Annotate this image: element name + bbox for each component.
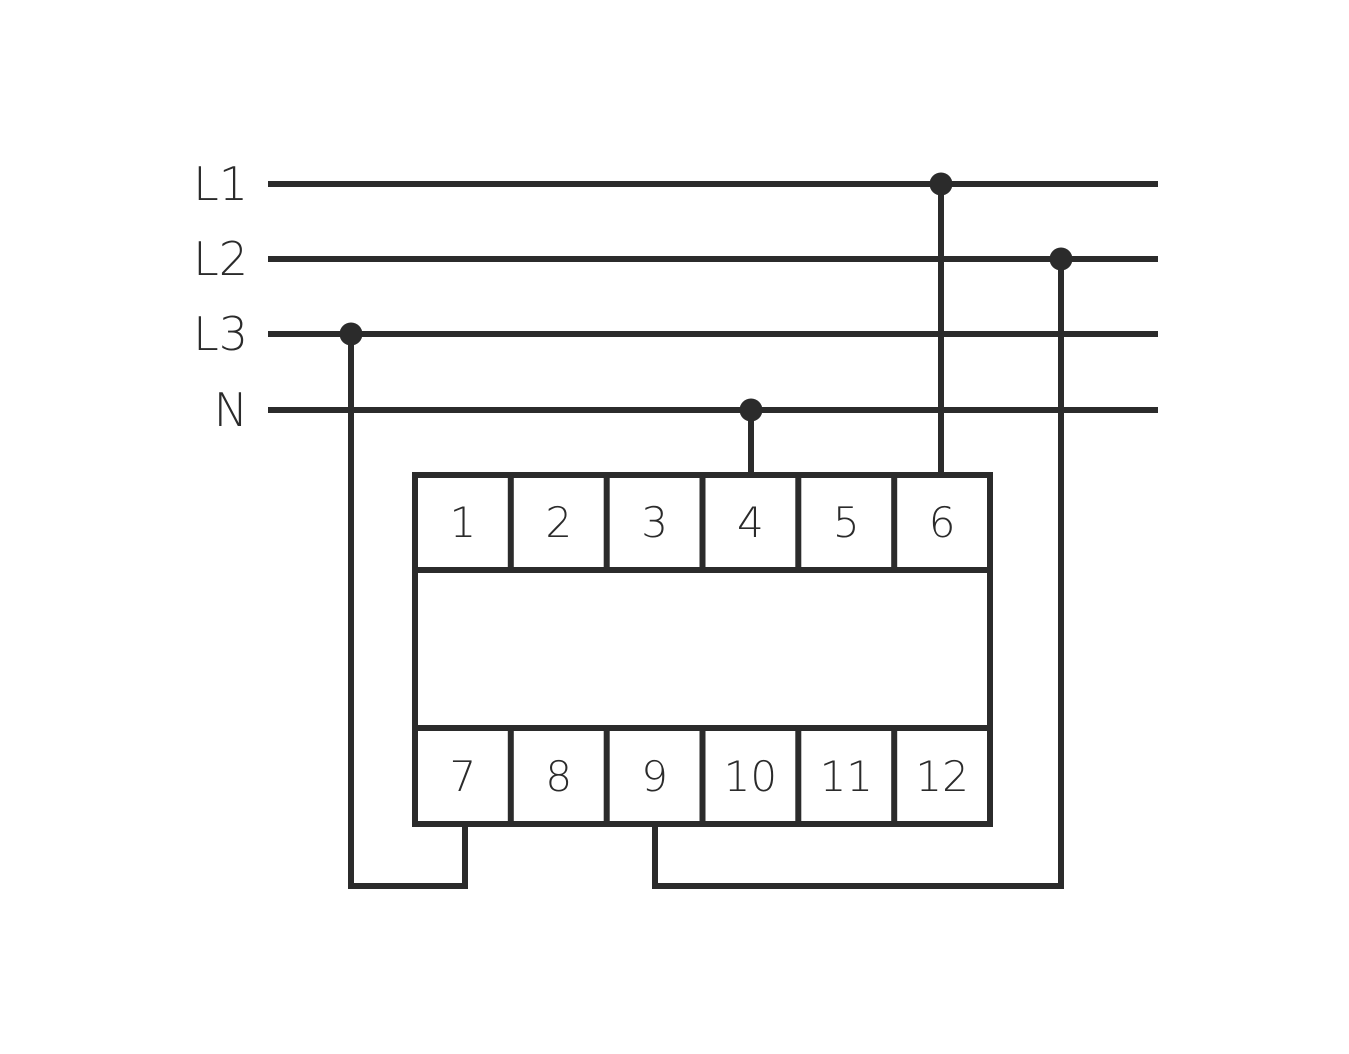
terminal-12[interactable]: 12: [915, 752, 968, 801]
terminal-6[interactable]: 6: [929, 498, 956, 547]
terminal-dividers-top: [507, 475, 898, 570]
junction-dot-l2: [1049, 247, 1073, 271]
terminal-11[interactable]: 11: [820, 752, 873, 801]
terminal-5[interactable]: 5: [833, 498, 860, 547]
phase-label-n: N: [214, 383, 248, 437]
terminal-dividers-bottom: [507, 728, 898, 824]
terminal-10[interactable]: 10: [724, 752, 777, 801]
junction-dots-group: [339, 172, 1073, 422]
device-body-group: [412, 472, 993, 827]
terminal-9[interactable]: 9: [641, 752, 668, 801]
supply-lines-group: [268, 181, 1158, 413]
phase-label-l3: L3: [193, 307, 248, 361]
wire-l3-to-terminal-7: [348, 334, 468, 889]
junction-dot-n: [739, 398, 763, 422]
phase-label-l2: L2: [193, 232, 248, 286]
terminal-numbers-top: 1 2 3 4 5 6: [450, 498, 956, 547]
terminal-3[interactable]: 3: [641, 498, 668, 547]
phase-labels-group: L1 L2 L3 N: [193, 157, 248, 437]
terminal-2[interactable]: 2: [545, 498, 572, 547]
connection-wires-group: [348, 184, 1064, 889]
device-center-body: [412, 567, 993, 731]
terminal-7[interactable]: 7: [450, 752, 477, 801]
terminal-1[interactable]: 1: [450, 498, 477, 547]
junction-dot-l3: [339, 322, 363, 346]
terminal-numbers-bottom: 7 8 9 10 11 12: [450, 752, 969, 801]
phase-label-l1: L1: [193, 157, 248, 211]
terminal-4[interactable]: 4: [737, 498, 764, 547]
wire-l2-to-terminal-9: [652, 259, 1064, 889]
junction-dot-l1: [929, 172, 953, 196]
terminal-8[interactable]: 8: [545, 752, 572, 801]
